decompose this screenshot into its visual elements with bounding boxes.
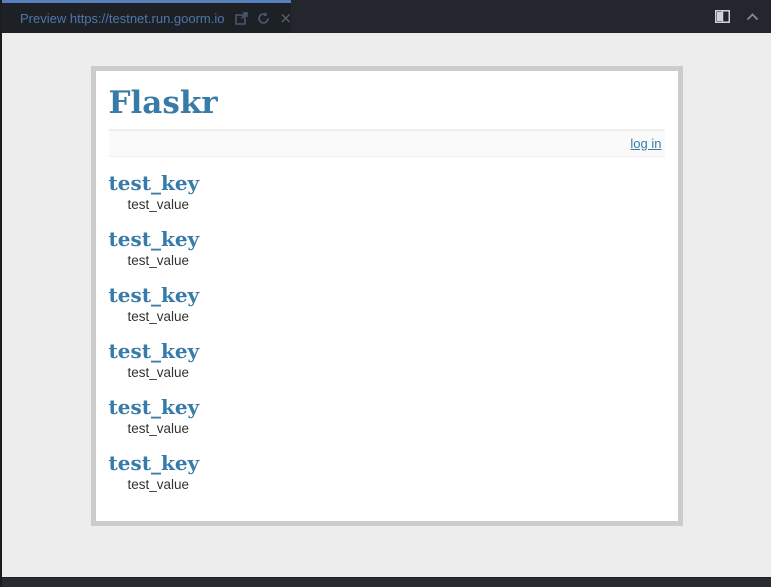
entry-value: test_value bbox=[127, 420, 190, 436]
entry-item: test_key test_value bbox=[108, 226, 665, 270]
refresh-icon[interactable] bbox=[257, 11, 270, 26]
entry-item: test_key test_value bbox=[108, 338, 665, 382]
entry-value: test_value bbox=[127, 196, 190, 212]
meta-nav: log in bbox=[108, 130, 665, 157]
entry-key: test_key bbox=[108, 338, 200, 363]
flaskr-page-card: Flaskr log in test_key test_value test_k… bbox=[90, 66, 683, 526]
entries-list: test_key test_value test_key test_value … bbox=[108, 170, 665, 494]
entry-value: test_value bbox=[127, 476, 190, 492]
collapse-panel-icon[interactable] bbox=[746, 12, 759, 21]
tab-bar: Preview https://testnet.run.goorm.io × bbox=[2, 0, 771, 33]
entry-value: test_value bbox=[127, 364, 190, 380]
log-in-link[interactable]: log in bbox=[630, 135, 662, 151]
open-external-icon[interactable] bbox=[235, 11, 249, 26]
entry-item: test_key test_value bbox=[108, 170, 665, 214]
entry-item: test_key test_value bbox=[108, 282, 665, 326]
entry-key: test_key bbox=[108, 450, 200, 475]
bottom-panel-edge bbox=[2, 577, 771, 587]
entry-key: test_key bbox=[108, 226, 200, 251]
preview-tab[interactable]: Preview https://testnet.run.goorm.io × bbox=[2, 0, 293, 33]
entry-key: test_key bbox=[108, 170, 200, 195]
split-view-icon[interactable] bbox=[715, 10, 730, 23]
tabbar-spacer bbox=[291, 0, 715, 33]
browser-preview-area: Flaskr log in test_key test_value test_k… bbox=[2, 33, 771, 577]
entry-value: test_value bbox=[127, 308, 190, 324]
entry-key: test_key bbox=[108, 394, 200, 419]
entry-item: test_key test_value bbox=[108, 394, 665, 438]
page-title: Flaskr bbox=[108, 85, 665, 131]
entry-item: test_key test_value bbox=[108, 450, 665, 494]
entry-value: test_value bbox=[127, 252, 190, 268]
entry-key: test_key bbox=[108, 282, 200, 307]
tabbar-actions bbox=[715, 0, 771, 33]
preview-tab-title: Preview https://testnet.run.goorm.io bbox=[20, 10, 225, 26]
close-icon[interactable]: × bbox=[279, 8, 293, 27]
